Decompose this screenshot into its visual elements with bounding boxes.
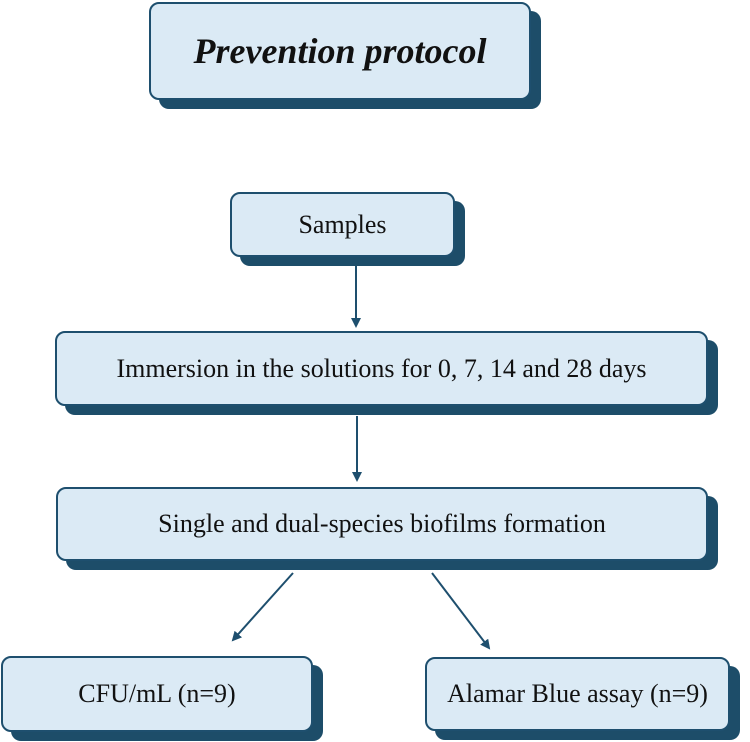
arrow-biofilm-to-alamar	[431, 572, 491, 650]
title-box: Prevention protocol	[149, 2, 531, 100]
samples-box: Samples	[230, 192, 455, 257]
samples-label: Samples	[298, 209, 387, 239]
biofilm-formation-box: Single and dual-species biofilms formati…	[56, 487, 708, 561]
biofilm-formation-label: Single and dual-species biofilms formati…	[158, 509, 606, 538]
cfu-box: CFU/mL (n=9)	[1, 656, 313, 732]
alamar-blue-box: Alamar Blue assay (n=9)	[425, 657, 730, 731]
cfu-label: CFU/mL (n=9)	[78, 679, 236, 708]
arrow-biofilm-to-cfu	[231, 572, 294, 642]
alamar-blue-label: Alamar Blue assay (n=9)	[447, 679, 708, 708]
immersion-box: Immersion in the solutions for 0, 7, 14 …	[55, 331, 708, 406]
title-text: Prevention protocol	[193, 31, 487, 71]
immersion-label: Immersion in the solutions for 0, 7, 14 …	[116, 353, 647, 383]
